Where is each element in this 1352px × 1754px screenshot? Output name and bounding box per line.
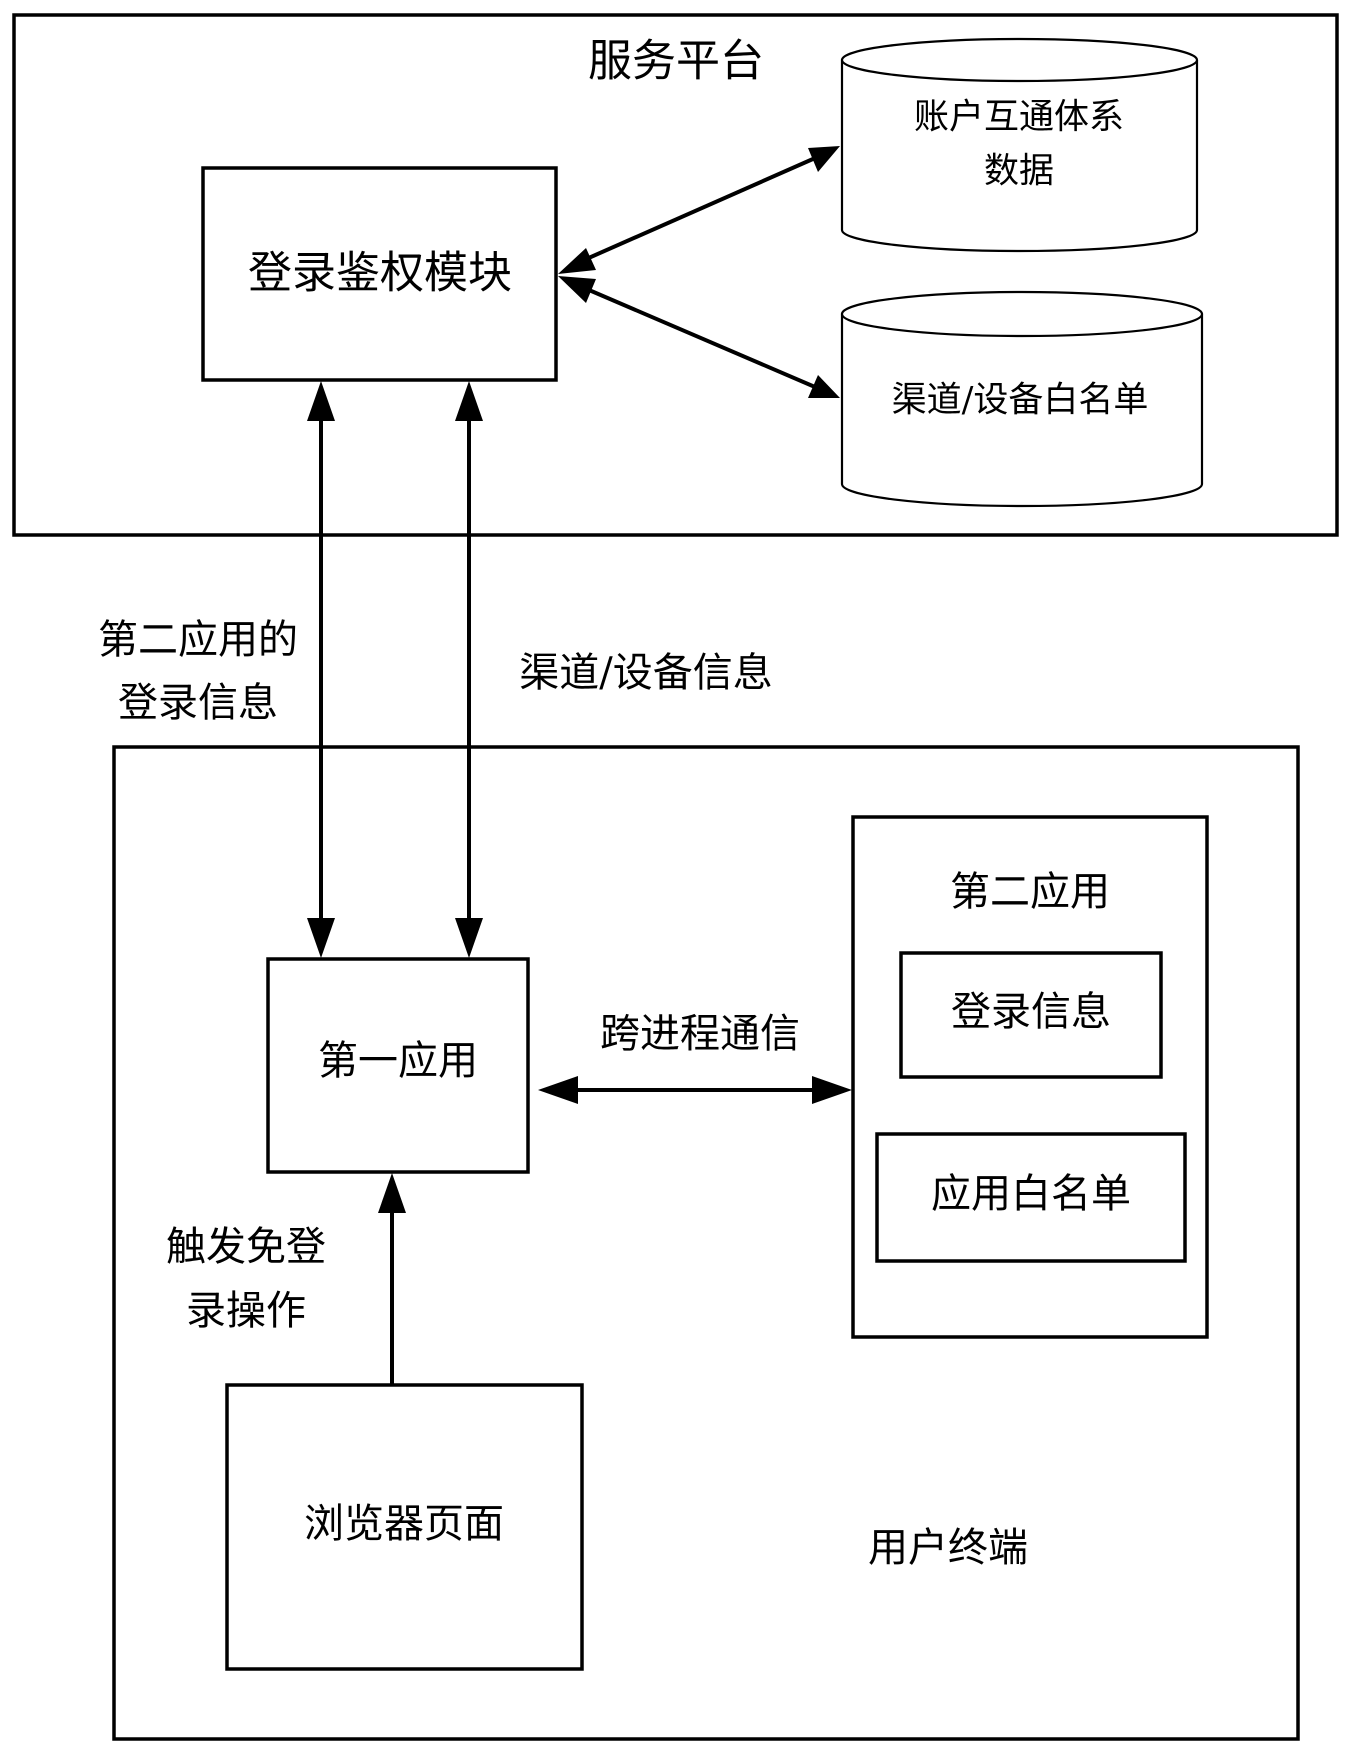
auth-to-whitelist-arrow: [558, 276, 840, 398]
first-app-box: [266, 957, 530, 1174]
arrowhead-left-icon: [558, 276, 596, 303]
app-whitelist-label: 应用白名单: [931, 1171, 1131, 1217]
channel-whitelist-cylinder-top: [840, 290, 1204, 338]
login-info-label: 登录信息: [951, 989, 1111, 1035]
auth-to-account-arrow: [558, 146, 840, 274]
auth-module-label: 登录鉴权模块: [248, 248, 512, 299]
ipc-arrow: [538, 1076, 852, 1104]
arrowhead-left-icon: [558, 248, 596, 274]
arrowhead-up-icon: [455, 381, 483, 421]
trigger-arrow: [378, 1173, 406, 1385]
auth-module-box: [201, 166, 558, 382]
arrowhead-down-icon: [455, 918, 483, 958]
ipc-edge-label: 跨进程通信: [600, 1011, 800, 1057]
login-info-edge-label-line1: 第二应用的: [98, 617, 298, 663]
arrowhead-right-icon: [808, 375, 840, 398]
account-data-cylinder-body: [840, 60, 1199, 253]
channel-whitelist-label: 渠道/设备白名单: [892, 381, 1149, 421]
second-app-title: 第二应用: [950, 869, 1110, 915]
trigger-edge-label-line1: 触发免登: [166, 1224, 326, 1270]
app-whitelist-box: [875, 1132, 1187, 1263]
channel-device-arrow: [455, 381, 483, 958]
trigger-edge-label-line2: 录操作: [186, 1288, 306, 1334]
arrowhead-down-icon: [307, 918, 335, 958]
channel-whitelist-cylinder: 渠道/设备白名单: [840, 290, 1204, 508]
arrowhead-left-icon: [538, 1076, 578, 1104]
service-platform-title: 服务平台: [588, 36, 764, 87]
channel-whitelist-cylinder-body: [840, 314, 1204, 508]
channel-device-edge-label: 渠道/设备信息: [519, 650, 772, 696]
account-data-label-line1: 账户互通体系: [914, 98, 1124, 138]
login-info-box: [899, 951, 1163, 1079]
account-data-label-line2: 数据: [984, 152, 1054, 192]
account-data-cylinder-top: [840, 37, 1199, 83]
arrowhead-right-icon: [812, 1076, 852, 1104]
arrowhead-up-icon: [378, 1173, 406, 1213]
browser-page-box: [225, 1383, 584, 1671]
arrowhead-right-icon: [808, 146, 840, 172]
user-terminal-title: 用户终端: [868, 1525, 1028, 1571]
auth-to-account-line: [574, 153, 823, 266]
login-info-arrow: [307, 381, 335, 958]
first-app-label: 第一应用: [318, 1038, 478, 1084]
account-data-cylinder: 账户互通体系 数据: [840, 37, 1199, 253]
browser-page-label: 浏览器页面: [304, 1501, 504, 1547]
login-info-edge-label-line2: 登录信息: [118, 680, 278, 726]
auth-to-whitelist-line: [574, 282, 823, 392]
arrowhead-up-icon: [307, 381, 335, 421]
